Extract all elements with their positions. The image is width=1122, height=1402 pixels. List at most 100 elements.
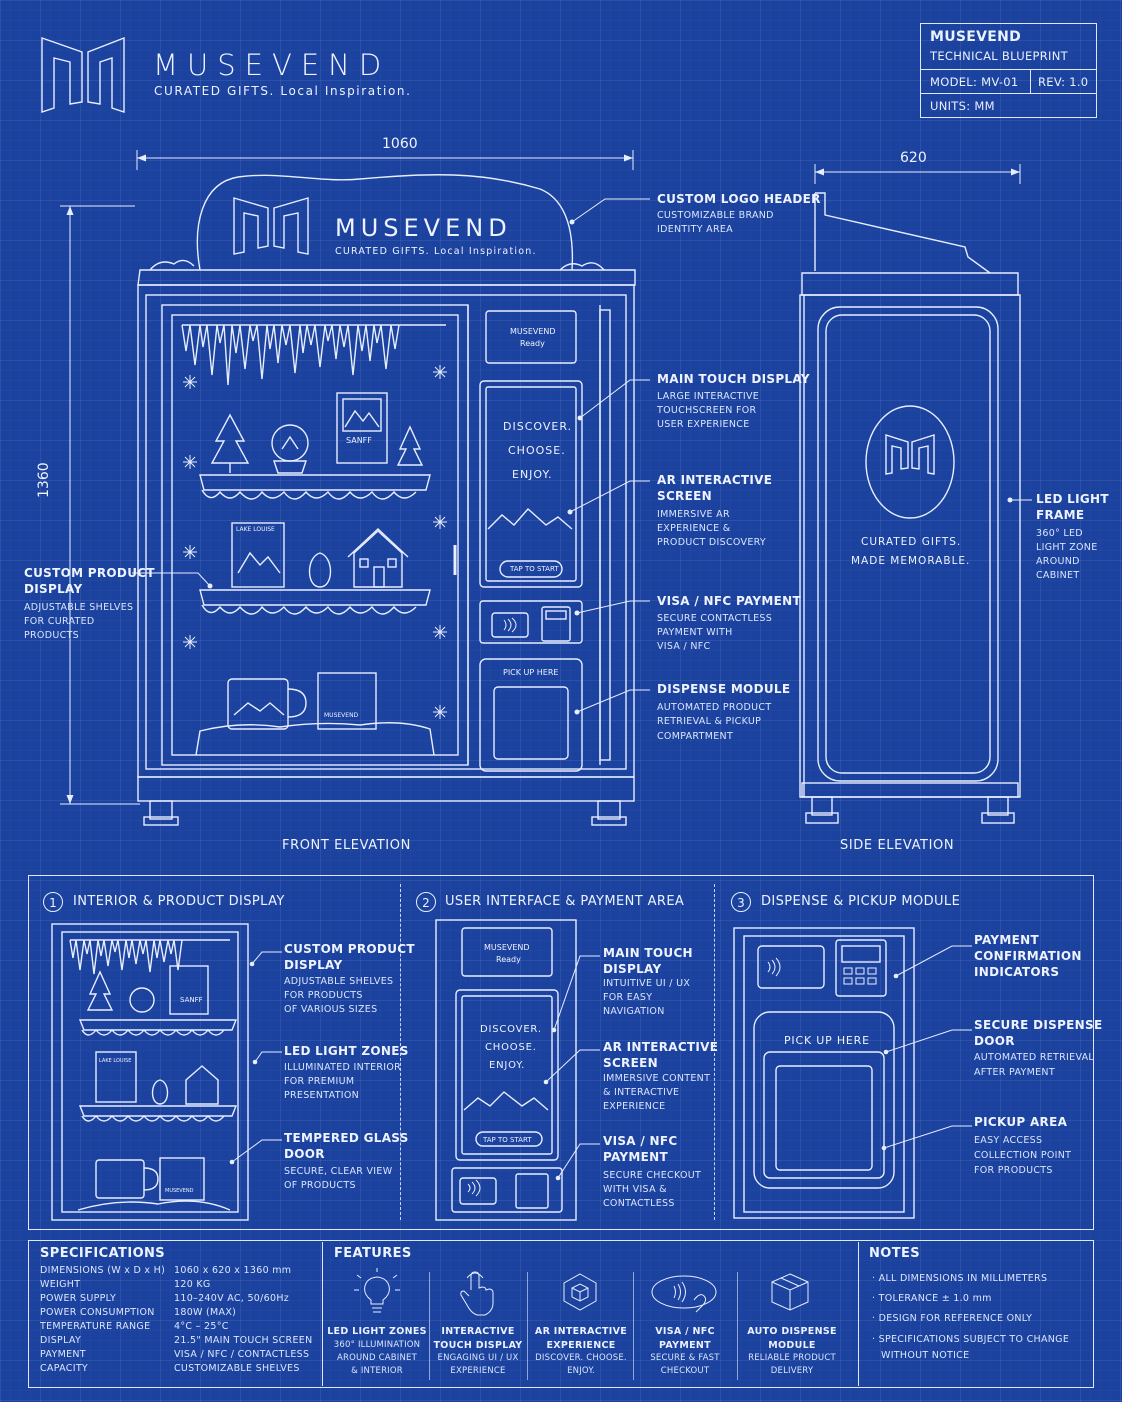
callout-logo-header-desc2: IDENTITY AREA — [657, 224, 733, 235]
callout-product-display-title2: DISPLAY — [24, 582, 83, 596]
callout-logo-header-title: CUSTOM LOGO HEADER — [657, 192, 821, 206]
p1-item2-desc3: PRESENTATION — [284, 1090, 360, 1101]
p1-item1-title1: CUSTOM PRODUCT — [284, 942, 415, 956]
brand-tagline: CURATED GIFTS. Local Inspiration. — [154, 84, 412, 98]
panel-detail-drawings — [51, 919, 972, 1221]
title-block-company: MUSEVEND — [930, 29, 1022, 45]
panel2-number: 2 — [416, 892, 436, 912]
header-sign-brand: MUSEVEND — [335, 214, 512, 242]
callout-payment-title: VISA / NFC PAYMENT — [657, 594, 801, 608]
callout-led-frame-desc4: CABINET — [1036, 570, 1080, 581]
features-title: FEATURES — [334, 1246, 412, 1261]
spec-dimensions-key: DIMENSIONS (W x D x H) — [40, 1265, 166, 1276]
callout-led-frame-desc2: LIGHT ZONE — [1036, 542, 1098, 553]
note-4-cont: WITHOUT NOTICE — [881, 1350, 970, 1361]
callout-touch-display-desc1: LARGE INTERACTIVE — [657, 391, 760, 402]
screen-line-enjoy: ENJOY. — [512, 468, 553, 481]
poster-banff-label: SANFF — [346, 436, 372, 445]
side-elevation-drawing — [799, 192, 1021, 824]
panel2-screen-line1: DISCOVER. — [480, 1024, 542, 1035]
p1-item3-title1: TEMPERED GLASS — [284, 1131, 409, 1145]
dim-side-depth: 620 — [900, 150, 927, 166]
panel2-status-line2: Ready — [496, 955, 521, 964]
callout-dispense-title: DISPENSE MODULE — [657, 682, 791, 696]
p1-item2-desc1: ILLUMINATED INTERIOR — [284, 1062, 402, 1073]
spec-display-value: 21.5" MAIN TOUCH SCREEN — [174, 1335, 313, 1346]
bottom-info-frame — [28, 1240, 1094, 1388]
callout-payment-desc2: PAYMENT WITH — [657, 627, 733, 638]
p3-item2-title1: SECURE DISPENSE — [974, 1018, 1103, 1032]
callout-ar-screen-desc1: IMMERSIVE AR — [657, 509, 730, 520]
spec-payment-key: PAYMENT — [40, 1349, 86, 1360]
p2-item3-title2: PAYMENT — [603, 1150, 668, 1164]
note-1: · ALL DIMENSIONS IN MILLIMETERS — [872, 1273, 1048, 1284]
specs-title: SPECIFICATIONS — [40, 1246, 166, 1261]
p2-item2-title2: SCREEN — [603, 1056, 658, 1070]
spec-temperature-key: TEMPERATURE RANGE — [40, 1321, 151, 1332]
p1-item1-desc3: OF VARIOUS SIZES — [284, 1004, 378, 1015]
panel2-tap-button[interactable]: TAP TO START — [483, 1136, 532, 1144]
status-display-line2: Ready — [520, 339, 545, 348]
snowflake-decorations — [183, 365, 447, 719]
p1-item1-title2: DISPLAY — [284, 958, 343, 972]
callout-ar-screen-desc2: EXPERIENCE & — [657, 523, 731, 534]
p3-item2-desc2: AFTER PAYMENT — [974, 1067, 1055, 1078]
p1-item3-desc1: SECURE, CLEAR VIEW — [284, 1166, 393, 1177]
panel3-number: 3 — [731, 892, 751, 912]
callout-logo-header-desc1: CUSTOMIZABLE BRAND — [657, 210, 774, 221]
callout-dispense-desc2: RETRIEVAL & PICKUP — [657, 716, 762, 727]
side-elevation-caption: SIDE ELEVATION — [840, 838, 955, 853]
screen-line-discover: DISCOVER. — [503, 420, 573, 433]
brand-name: MUSEVEND — [153, 48, 391, 82]
poster-lake-label: LAKE LOUISE — [236, 526, 275, 533]
notes-title: NOTES — [869, 1246, 921, 1261]
feature-ar-experience: AR INTERACTIVE EXPERIENCE DISCOVER. CHOO… — [534, 1326, 628, 1376]
p2-item2-desc1: IMMERSIVE CONTENT — [603, 1073, 711, 1084]
p3-item2-title2: DOOR — [974, 1034, 1015, 1048]
spec-capacity-value: CUSTOMIZABLE SHELVES — [174, 1363, 300, 1374]
spec-display-key: DISPLAY — [40, 1335, 82, 1346]
callout-product-display-desc2: FOR CURATED — [24, 616, 95, 627]
p3-item1-title3: INDICATORS — [974, 965, 1060, 979]
p3-item3-desc2: COLLECTION POINT — [974, 1150, 1072, 1161]
tap-to-start-button[interactable]: TAP TO START — [510, 565, 559, 573]
p2-item1-desc2: FOR EASY — [603, 992, 653, 1003]
bulb-icon — [354, 1268, 400, 1313]
title-block: MUSEVEND TECHNICAL BLUEPRINT MODEL: MV-0… — [920, 23, 1097, 118]
p1-item3-title2: DOOR — [284, 1147, 325, 1161]
callout-product-display-desc1: ADJUSTABLE SHELVES — [24, 602, 134, 613]
spec-payment-value: VISA / NFC / CONTACTLESS — [174, 1349, 310, 1360]
panel1-box-label: MUSEVEND — [165, 1188, 194, 1194]
callout-touch-display-desc3: USER EXPERIENCE — [657, 419, 750, 430]
callout-ar-screen-title1: AR INTERACTIVE — [657, 473, 773, 487]
spec-power-supply-key: POWER SUPPLY — [40, 1293, 117, 1304]
panel3-title: DISPENSE & PICKUP MODULE — [761, 894, 961, 909]
header-sign-tagline: CURATED GIFTS. Local Inspiration. — [335, 246, 537, 257]
callout-led-frame-desc1: 360° LED — [1036, 528, 1083, 539]
contactless-payment-icon — [651, 1275, 717, 1313]
front-elevation-caption: FRONT ELEVATION — [282, 838, 411, 853]
title-block-rev: REV: 1.0 — [1038, 75, 1089, 89]
front-elevation-drawing — [137, 174, 636, 826]
panel2-screen-line2: CHOOSE. — [485, 1042, 537, 1053]
p2-item3-desc2: WITH VISA & — [603, 1184, 667, 1195]
p2-item2-desc2: & INTERACTIVE — [603, 1087, 680, 1098]
musevend-logo-icon — [41, 36, 125, 113]
feature-visa-nfc: VISA / NFC PAYMENT SECURE & FAST CHECKOU… — [650, 1326, 720, 1376]
touch-hand-icon — [460, 1271, 494, 1316]
header-logo-icon — [233, 197, 309, 255]
p2-item1-title2: DISPLAY — [603, 962, 662, 976]
callout-ar-screen-title2: SCREEN — [657, 489, 712, 503]
title-block-units: UNITS: MM — [930, 99, 995, 113]
panel1-title: INTERIOR & PRODUCT DISPLAY — [73, 894, 285, 909]
pickup-label: PICK UP HERE — [503, 668, 559, 677]
callout-touch-display-title: MAIN TOUCH DISPLAY — [657, 372, 810, 386]
p2-item3-desc3: CONTACTLESS — [603, 1198, 675, 1209]
note-4: · SPECIFICATIONS SUBJECT TO CHANGE — [872, 1334, 1070, 1345]
p3-item1-title2: CONFIRMATION — [974, 949, 1082, 963]
panel1-book-label: LAKE LOUISE — [99, 1058, 132, 1064]
spec-power-consumption-key: POWER CONSUMPTION — [40, 1307, 155, 1318]
p1-item2-desc2: FOR PREMIUM — [284, 1076, 355, 1087]
panel2-screen-line3: ENJOY. — [489, 1060, 526, 1071]
